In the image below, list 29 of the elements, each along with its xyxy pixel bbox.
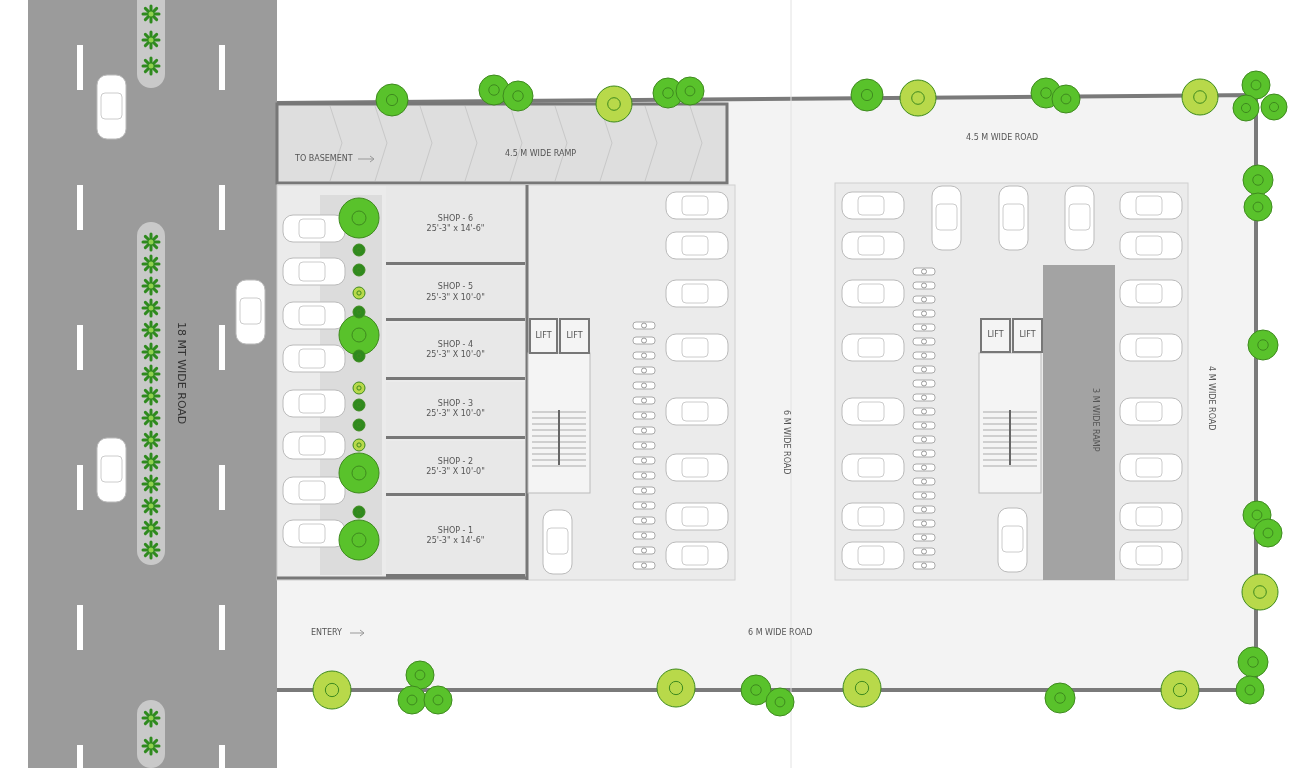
shop-name: SHOP - 6	[437, 213, 474, 224]
lift-shaft	[529, 318, 558, 354]
lift-label: LIFT	[566, 330, 583, 342]
shop-name: SHOP - 4	[437, 339, 474, 350]
shop-name: SHOP - 3	[437, 398, 474, 409]
road-label: 6 M WIDE ROAD	[782, 410, 790, 475]
lift-shaft	[980, 318, 1011, 353]
lift-shaft	[1012, 318, 1043, 353]
shop-dimensions: 25'-3" X 10'-0"	[426, 292, 485, 303]
shop-dimensions: 25'-3" x 14'-6"	[426, 536, 485, 547]
lift-label: LIFT	[1019, 330, 1036, 341]
road-label: 4.5 M WIDE ROAD	[966, 134, 1039, 142]
road-label: 18 MT WIDE ROAD	[176, 322, 187, 425]
ramp-label: 4.5 M WIDE RAMP	[505, 150, 577, 158]
shop-name: SHOP - 2	[437, 456, 474, 467]
ramp-label: 3 M WIDE RAMP	[1091, 388, 1099, 452]
shop-dimensions: 25'-3" X 10'-0"	[426, 350, 485, 361]
lift-label: LIFT	[987, 330, 1004, 341]
road-label: 4 M WIDE ROAD	[1207, 366, 1215, 431]
road-label: 6 M WIDE ROAD	[748, 629, 813, 637]
lift-shaft	[559, 318, 590, 354]
shop-dimensions: 25'-3" X 10'-0"	[426, 467, 485, 478]
lift-label: LIFT	[535, 330, 552, 342]
shop-name: SHOP - 5	[437, 282, 474, 293]
ramp-direction-label: TO BASEMENT	[295, 155, 353, 163]
shop-dimensions: 25'-3" x 14'-6"	[426, 224, 485, 235]
shop-name: SHOP - 1	[437, 525, 474, 536]
shop-dimensions: 25'-3" X 10'-0"	[426, 409, 485, 420]
entry-label: ENTERY	[311, 629, 342, 637]
